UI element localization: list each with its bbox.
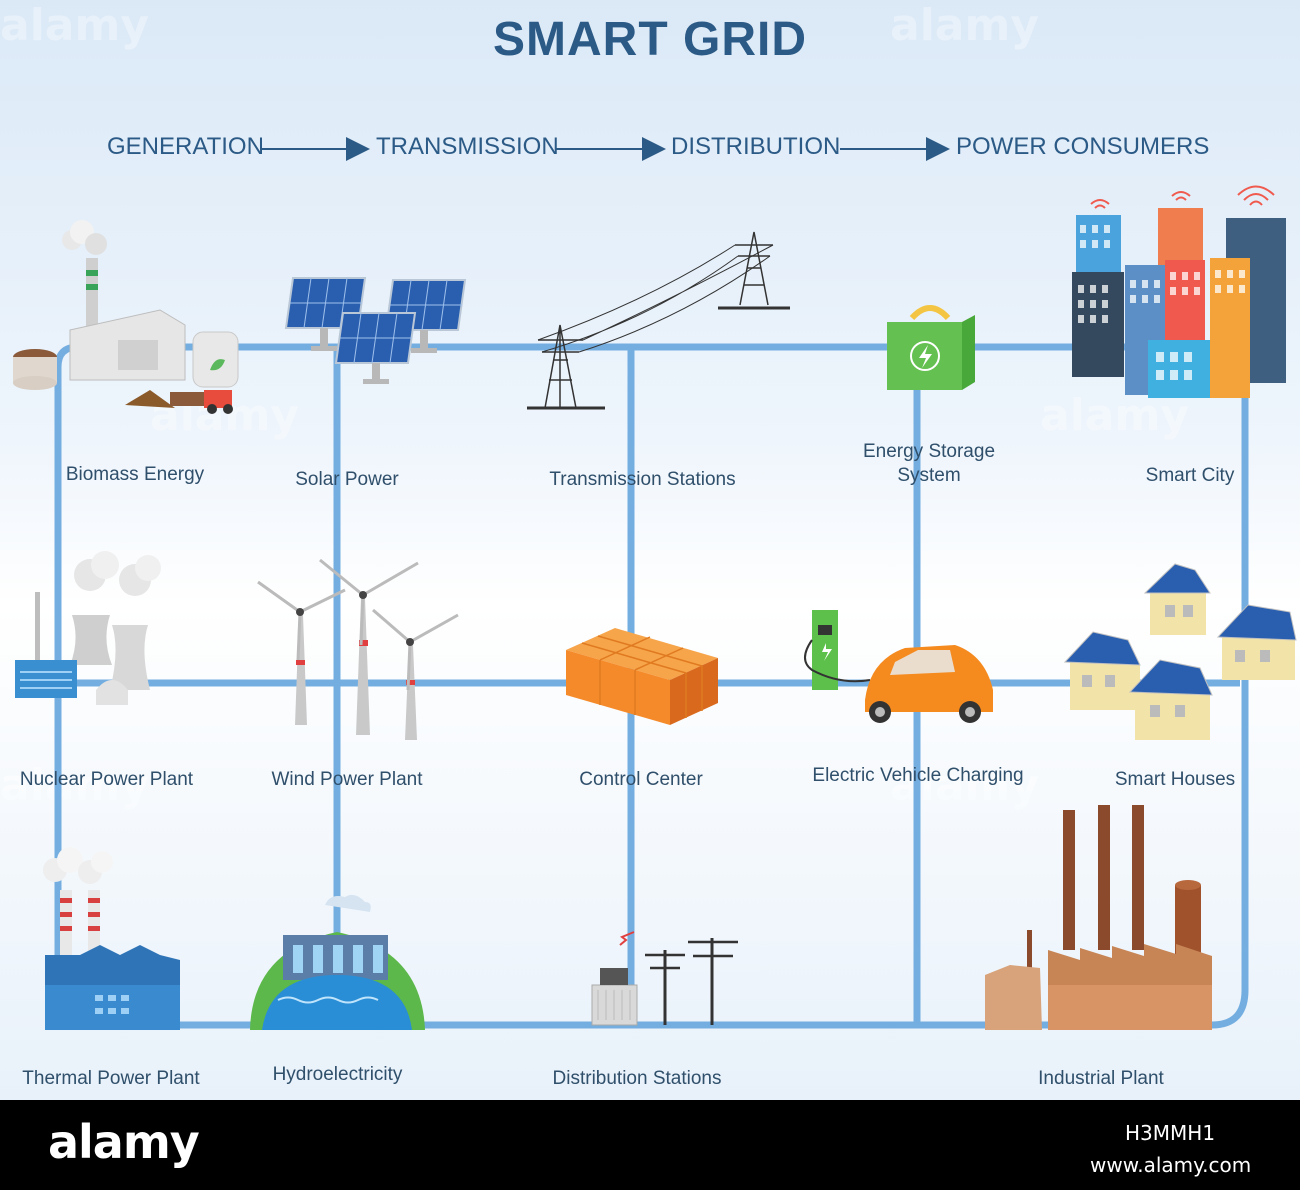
ev-charging-icon (804, 610, 993, 723)
nuclear-plant-icon (15, 551, 161, 705)
stage-label-distribution: DISTRIBUTION (671, 133, 841, 160)
grid-diagram (13, 137, 1297, 1030)
label-wind-power-plant: Wind Power Plant (271, 769, 423, 790)
smart-city-buildings-icon (1072, 185, 1286, 398)
energy-storage-battery-icon (887, 305, 975, 390)
label-solar-power: Solar Power (295, 469, 399, 490)
solar-panels-icon (284, 277, 467, 384)
watermark: alamy (0, 0, 149, 51)
wind-turbines-icon (257, 558, 459, 740)
label-thermal-power-plant: Thermal Power Plant (22, 1068, 200, 1089)
stage-label-power-consumers: POWER CONSUMERS (956, 133, 1210, 160)
diagram-canvas: alamy alamy alamy alamy alamy alamy (0, 0, 1300, 1100)
label-biomass-energy: Biomass Energy (65, 464, 205, 485)
label-hydroelectricity: Hydroelectricity (272, 1064, 403, 1085)
thermal-plant-icon (43, 847, 180, 1030)
watermark: alamy (0, 760, 149, 811)
image-id: H3MMH1 (1125, 1121, 1216, 1145)
biomass-plant-icon (13, 220, 239, 414)
label-transmission-stations: Transmission Stations (549, 469, 736, 490)
smart-houses-icon (1063, 563, 1297, 740)
label-energy-storage-line2: System (897, 465, 961, 486)
label-nuclear-power-plant: Nuclear Power Plant (19, 769, 194, 790)
industrial-plant-icon (985, 805, 1212, 1030)
transmission-towers-icon (527, 231, 790, 410)
label-smart-houses: Smart Houses (1114, 769, 1236, 790)
label-ev-charging: Electric Vehicle Charging (812, 765, 1024, 786)
control-center-icon (566, 628, 718, 725)
label-smart-city: Smart City (1145, 465, 1235, 486)
label-industrial-plant: Industrial Plant (1038, 1068, 1164, 1089)
distribution-station-icon (591, 931, 738, 1026)
label-energy-storage-line1: Energy Storage (862, 441, 996, 462)
hydroelectric-dam-icon (250, 894, 425, 1030)
site-url: www.alamy.com (1090, 1153, 1252, 1177)
label-control-center: Control Center (579, 769, 703, 790)
watermark: alamy (1040, 390, 1189, 441)
stage-label-generation: GENERATION (107, 133, 264, 160)
stage-label-transmission: TRANSMISSION (376, 133, 559, 160)
watermark-footer-bar (0, 1100, 1300, 1190)
label-distribution-stations: Distribution Stations (552, 1068, 722, 1089)
alamy-logo: alamy (48, 1115, 200, 1169)
page-title: SMART GRID (493, 13, 807, 66)
watermark: alamy (890, 0, 1039, 51)
